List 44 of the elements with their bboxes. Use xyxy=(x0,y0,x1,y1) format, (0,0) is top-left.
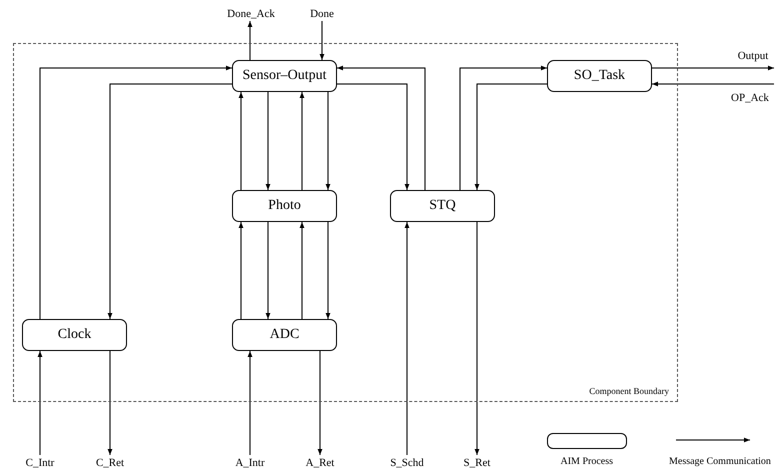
arrow xyxy=(108,350,112,456)
arrow xyxy=(238,92,244,190)
process-box: STQ xyxy=(390,190,495,222)
arrow xyxy=(460,66,548,190)
arrow xyxy=(318,350,322,456)
process-box: ADC xyxy=(232,319,337,351)
arrow xyxy=(266,92,270,190)
arrow xyxy=(404,222,410,456)
boundary-label: Component Boundary xyxy=(589,386,669,396)
process-box: Sensor–Output xyxy=(232,60,337,92)
arrow xyxy=(38,350,42,456)
arrow xyxy=(652,82,774,86)
process-box: Photo xyxy=(232,190,337,222)
arrow xyxy=(40,66,232,320)
arrow xyxy=(474,222,480,456)
arrow xyxy=(326,92,330,190)
arrow xyxy=(248,20,252,60)
arrow xyxy=(336,66,426,190)
signal-label: S_Ret xyxy=(460,455,494,470)
arrow xyxy=(266,222,270,320)
arrow xyxy=(336,84,410,190)
component-boundary xyxy=(13,43,678,402)
arrow xyxy=(326,222,330,320)
signal-label: S_Schd xyxy=(388,455,426,470)
arrow xyxy=(300,92,304,190)
signal-label: A_Intr xyxy=(232,455,268,470)
signal-label: C_Ret xyxy=(93,455,127,470)
signal-label: Done xyxy=(305,6,339,21)
signal-label: A_Ret xyxy=(303,455,337,470)
legend-label: Message Communication xyxy=(669,456,771,467)
legend-label: AIM Process xyxy=(560,456,613,467)
process-box: SO_Task xyxy=(547,60,652,92)
process-box: Clock xyxy=(22,319,127,351)
arrow xyxy=(320,20,324,60)
signal-label: Output xyxy=(732,48,774,63)
arrow xyxy=(248,350,252,456)
signal-label: OP_Ack xyxy=(726,90,774,105)
arrow xyxy=(474,84,548,190)
arrow xyxy=(108,84,232,320)
arrow xyxy=(238,222,244,320)
arrow xyxy=(300,222,304,320)
arrow xyxy=(652,66,774,70)
signal-label: Done_Ack xyxy=(222,6,280,21)
signal-label: C_Intr xyxy=(22,455,58,470)
